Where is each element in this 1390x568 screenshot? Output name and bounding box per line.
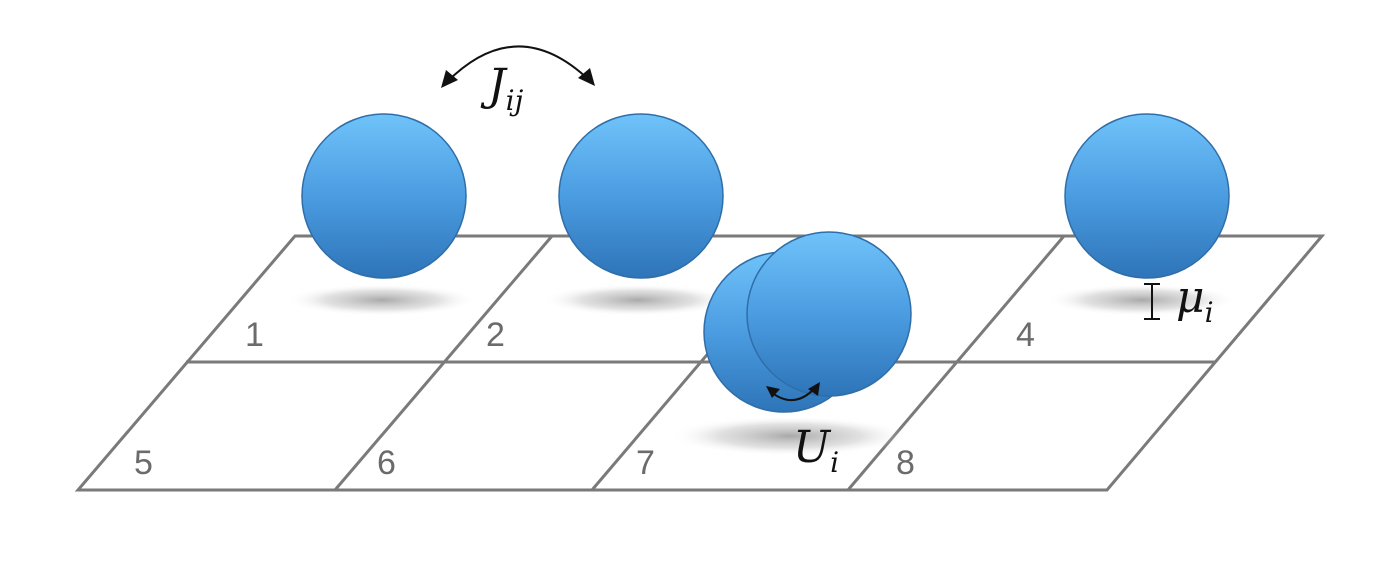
cell-label-8: 8 <box>896 444 915 482</box>
lattice-outline <box>74 234 1326 492</box>
atom-site-1 <box>301 113 467 279</box>
sphere-shadows <box>287 284 1237 456</box>
lattice-column-line-1 <box>333 235 554 491</box>
shadow-site-7 <box>670 416 910 456</box>
shadow-site-1 <box>287 284 477 316</box>
hopping-subscript: ij <box>506 84 524 117</box>
potential-marker <box>1144 283 1160 320</box>
cell-label-2: 2 <box>486 316 505 354</box>
cell-label-5: 5 <box>134 444 153 482</box>
cell-label-1: 1 <box>245 316 264 354</box>
hopping-symbol: J <box>480 60 508 111</box>
interaction-arrow <box>766 382 820 401</box>
atoms <box>301 113 1230 413</box>
atom-site-7-front <box>746 231 912 397</box>
cell-label-7: 7 <box>636 444 655 482</box>
potential-symbol: μ <box>1176 272 1205 323</box>
interaction-symbol: U <box>793 422 832 473</box>
hopping-label: Jij <box>480 60 524 117</box>
hopping-arrow-arc <box>446 45 590 83</box>
potential-label: μi <box>1176 272 1214 329</box>
atom-site-2 <box>558 113 724 279</box>
hopping-arrowhead-right <box>578 68 595 86</box>
interaction-label: Ui <box>793 422 839 479</box>
shadow-site-4 <box>1047 284 1237 316</box>
cell-labels: 1 2 4 5 6 7 8 <box>134 316 1035 482</box>
cell-label-6: 6 <box>377 444 396 482</box>
interaction-arrowhead-right <box>808 382 820 396</box>
hopping-arrow <box>441 45 595 88</box>
interaction-subscript: i <box>830 446 839 479</box>
cell-label-4: 4 <box>1016 316 1035 354</box>
shadow-site-2 <box>543 284 733 316</box>
hopping-arrowhead-left <box>441 70 458 88</box>
potential-subscript: i <box>1205 296 1214 329</box>
atom-site-4 <box>1064 113 1230 279</box>
interaction-arrowhead-left <box>766 386 780 398</box>
